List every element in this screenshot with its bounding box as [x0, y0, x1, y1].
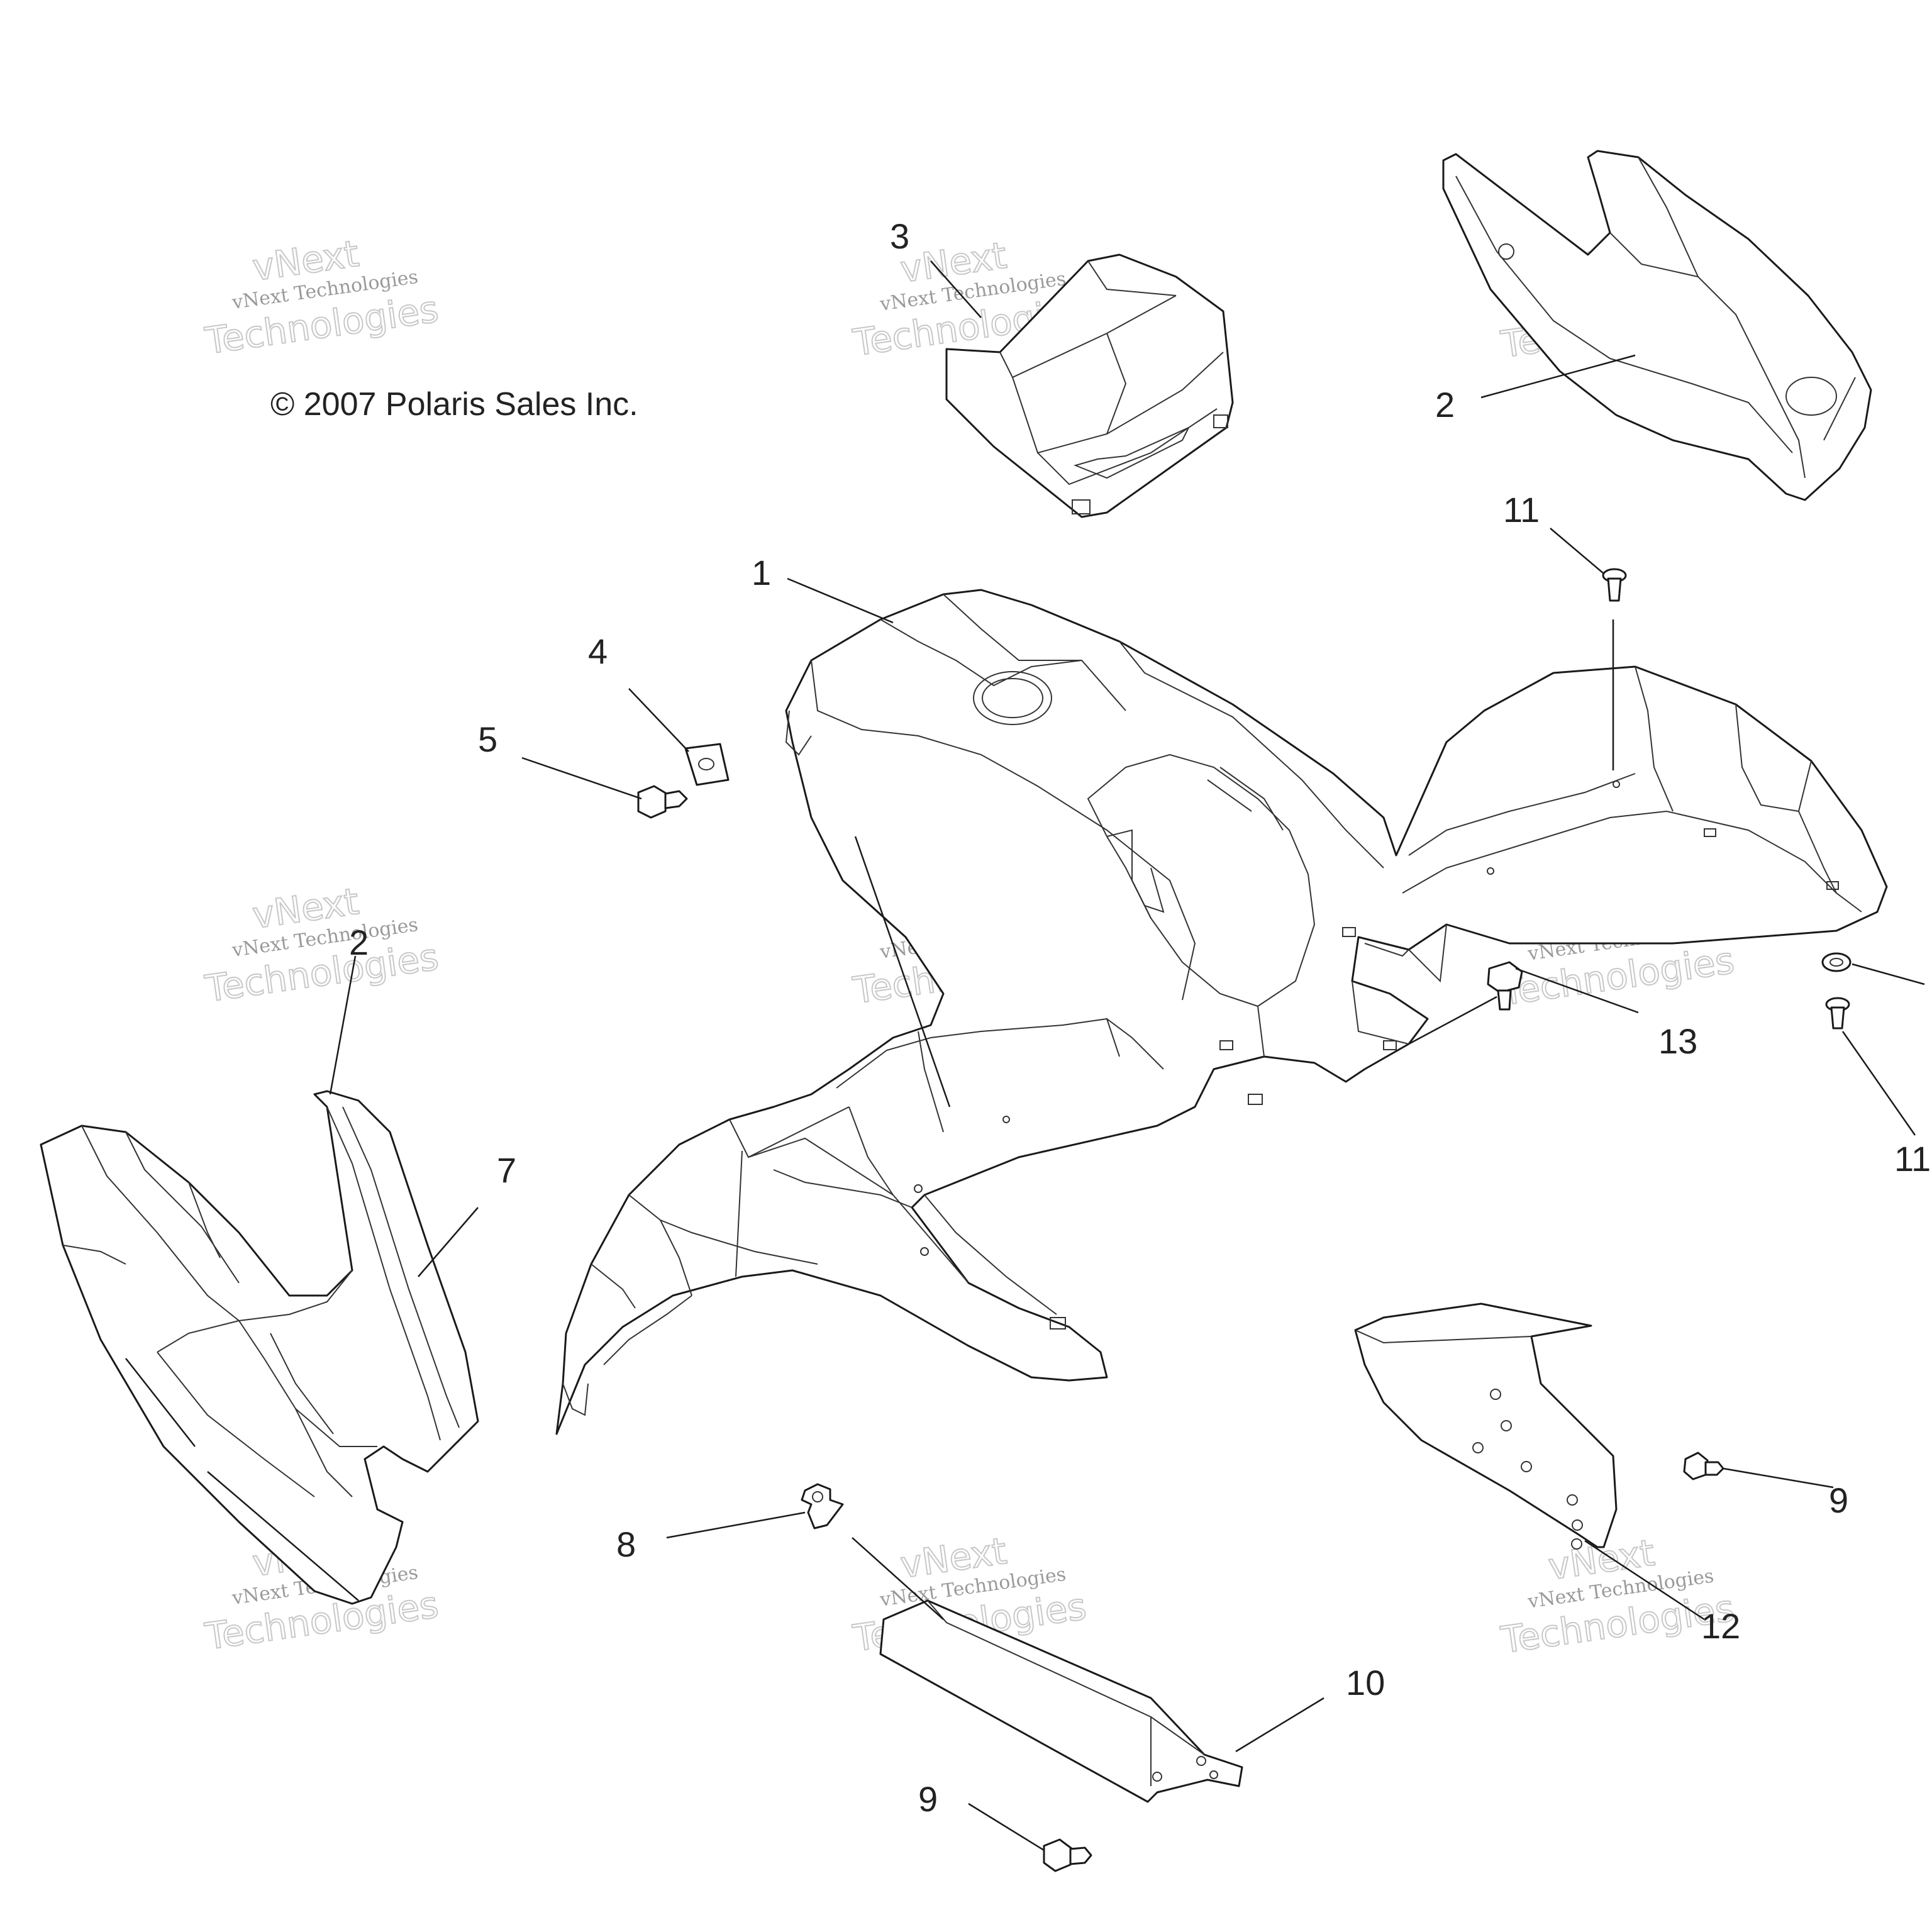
part-8-clip — [801, 1483, 844, 1530]
part-11-rivet-top — [1602, 568, 1627, 602]
callout-11-top: 11 — [1503, 490, 1540, 530]
callout-1: 1 — [752, 553, 771, 592]
part-4-clip — [684, 743, 730, 786]
callout-11-right: 11 — [1894, 1139, 1931, 1179]
part-10-bracket — [879, 1599, 1243, 1803]
callout-2-top: 2 — [1435, 385, 1455, 425]
callout-4: 4 — [588, 631, 608, 671]
copyright-text: © 2007 Polaris Sales Inc. — [270, 386, 638, 423]
part-11-washer — [1821, 952, 1852, 972]
leader-lines — [125, 260, 1925, 1852]
part-3-console-cover — [945, 253, 1234, 518]
part-13-screw — [1487, 961, 1523, 1011]
part-5-screw — [637, 785, 688, 819]
callout-5: 5 — [478, 719, 497, 759]
part-11-rivet-right — [1825, 997, 1850, 1030]
callout-12: 12 — [1701, 1606, 1740, 1646]
callout-7: 7 — [497, 1150, 516, 1190]
part-12-heat-shield — [1354, 1302, 1618, 1550]
callout-9-bottom: 9 — [918, 1779, 938, 1819]
callout-8: 8 — [616, 1524, 636, 1564]
callout-2-left: 2 — [349, 923, 369, 962]
callout-13: 13 — [1658, 1021, 1697, 1061]
part-1-fender-body — [555, 589, 1888, 1435]
callout-9-right: 9 — [1829, 1480, 1848, 1520]
watermark-mid-left: vNext vNext Technologies Technologies — [202, 879, 441, 1011]
part-2-rear-cover — [1442, 150, 1872, 501]
part-9-screw-right — [1683, 1452, 1724, 1480]
callout-labels: 1 2 3 4 5 11 13 11 2 7 8 9 12 10 9 — [349, 216, 1931, 1819]
watermark-bottom-right: vNext vNext Technologies Technologies — [1497, 1530, 1737, 1662]
callout-3: 3 — [890, 216, 909, 256]
callout-10: 10 — [1346, 1663, 1385, 1702]
part-9-screw-bottom — [1043, 1838, 1092, 1872]
watermark-top-left: vNext vNext Technologies Technologies — [202, 231, 441, 364]
part-7-side-panel — [40, 1090, 479, 1605]
